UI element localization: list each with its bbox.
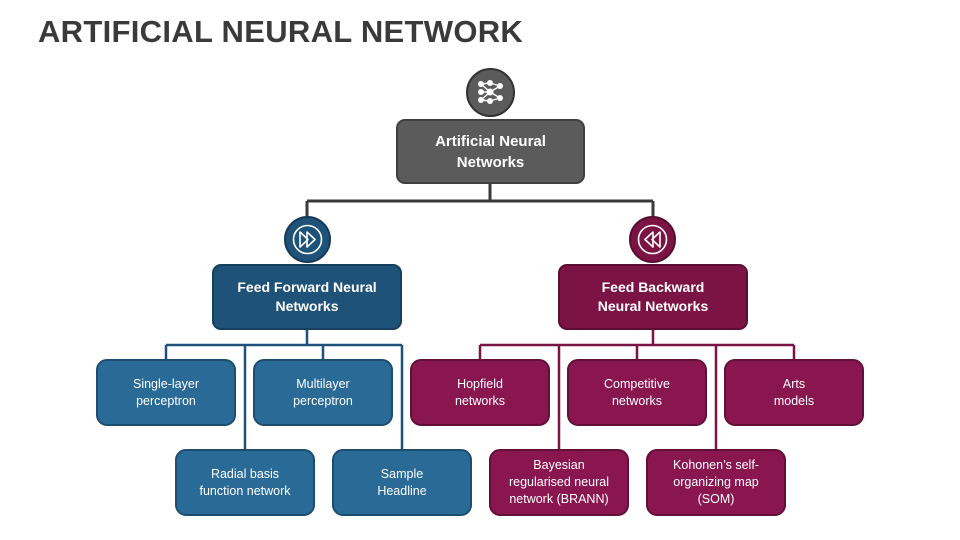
leaf-som: Kohonen’s self- organizing map (SOM): [646, 449, 786, 516]
feed-backward-node: Feed Backward Neural Networks: [558, 264, 748, 330]
feed-forward-node: Feed Forward Neural Networks: [212, 264, 402, 330]
leaf-hopfield-networks: Hopfield networks: [410, 359, 550, 426]
leaf-multilayer-perceptron: Multilayer perceptron: [253, 359, 393, 426]
neural-network-icon: [466, 68, 515, 117]
leaf-competitive-networks: Competitive networks: [567, 359, 707, 426]
fast-forward-icon: [284, 216, 331, 263]
rewind-icon: [629, 216, 676, 263]
leaf-sample-headline: Sample Headline: [332, 449, 472, 516]
page-title: ARTIFICIAL NEURAL NETWORK: [38, 14, 524, 49]
leaf-radial-basis-function-network: Radial basis function network: [175, 449, 315, 516]
leaf-arts-models: Arts models: [724, 359, 864, 426]
root-node: Artificial Neural Networks: [396, 119, 585, 184]
leaf-single-layer-perceptron: Single-layer perceptron: [96, 359, 236, 426]
leaf-brann: Bayesian regularised neural network (BRA…: [489, 449, 629, 516]
